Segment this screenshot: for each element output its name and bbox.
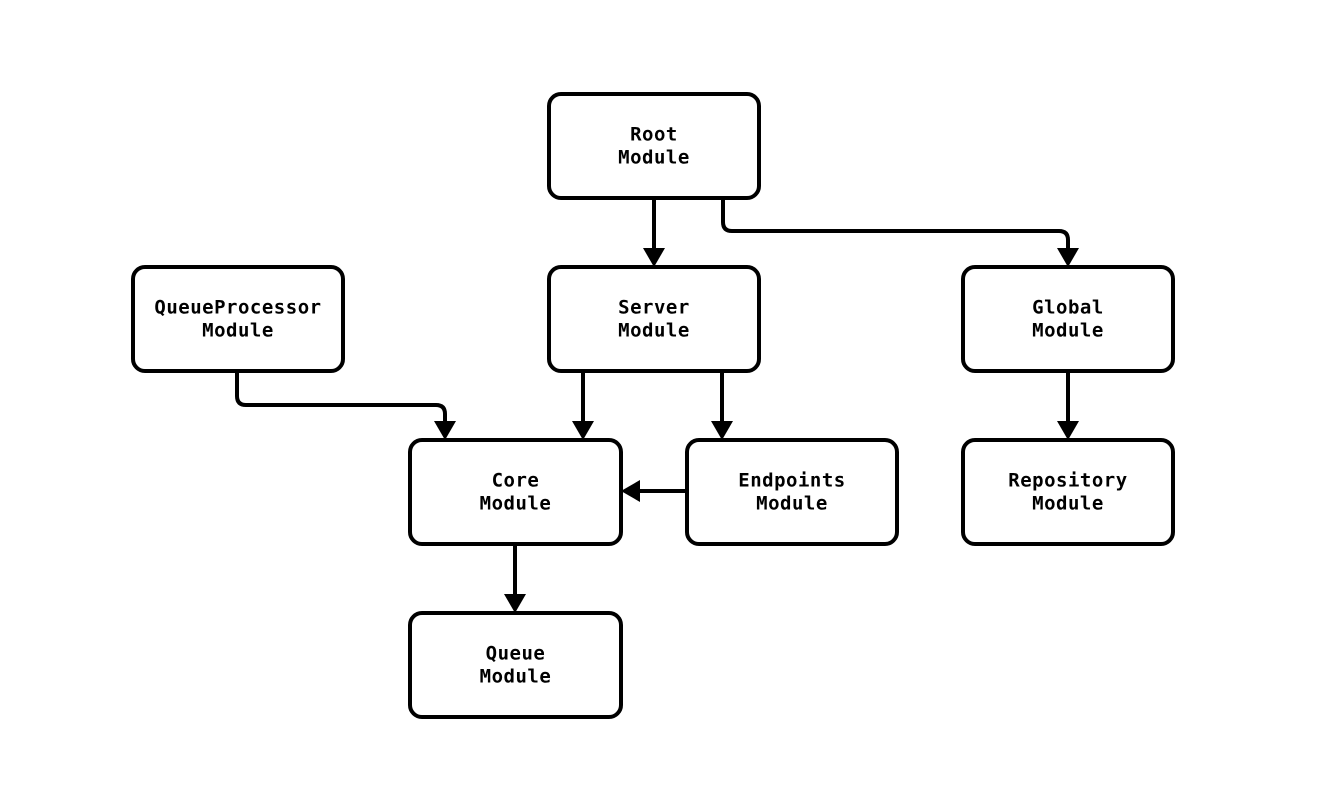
node-label-line2: Module xyxy=(618,320,690,342)
arrowhead-icon xyxy=(572,421,594,440)
node-label-line2: Module xyxy=(1032,493,1104,515)
arrowhead-icon xyxy=(504,594,526,613)
arrowhead-icon xyxy=(434,421,456,440)
edge-core-to-queue xyxy=(504,544,526,613)
node-label-line2: Module xyxy=(480,493,552,515)
node-box[interactable] xyxy=(547,92,761,200)
edge-root-to-global xyxy=(721,198,1079,267)
node-label-line2: Module xyxy=(1032,320,1104,342)
node-label-line2: Module xyxy=(202,320,274,342)
node-box[interactable] xyxy=(961,438,1175,546)
node-label-line1: Repository xyxy=(1008,470,1127,492)
node-box[interactable] xyxy=(131,265,345,373)
node-box[interactable] xyxy=(408,611,623,719)
edge-root-to-server xyxy=(643,198,665,267)
node-box[interactable] xyxy=(547,265,761,373)
node-label-line2: Module xyxy=(480,666,552,688)
node-label-line1: Server xyxy=(618,297,690,319)
node-label-line2: Module xyxy=(618,147,690,169)
node-box[interactable] xyxy=(961,265,1175,373)
edge-queueprocessor-to-core xyxy=(235,371,456,440)
arrowhead-icon xyxy=(643,248,665,267)
edge-server-to-core xyxy=(572,371,594,440)
arrowhead-icon xyxy=(1057,421,1079,440)
edge-line xyxy=(235,371,447,425)
edge-global-to-repository xyxy=(1057,371,1079,440)
node-label-line2: Module xyxy=(756,493,828,515)
node-label-line1: Core xyxy=(492,470,540,492)
node-label-line1: Global xyxy=(1032,297,1104,319)
arrowhead-icon xyxy=(621,480,640,502)
node-label-line1: Queue xyxy=(486,643,546,665)
node-label-line1: QueueProcessor xyxy=(154,297,321,319)
arrowhead-icon xyxy=(711,421,733,440)
nodes-layer: RootModuleQueueProcessorModuleServerModu… xyxy=(131,92,1175,719)
node-box[interactable] xyxy=(685,438,899,546)
node-label-line1: Root xyxy=(630,124,678,146)
edge-line xyxy=(721,198,1070,252)
edge-endpoints-to-core xyxy=(621,480,687,502)
node-box[interactable] xyxy=(408,438,623,546)
node-label-line1: Endpoints xyxy=(738,470,845,492)
edge-server-to-endpoints xyxy=(711,371,733,440)
edges-layer xyxy=(235,198,1079,613)
arrowhead-icon xyxy=(1057,248,1079,267)
